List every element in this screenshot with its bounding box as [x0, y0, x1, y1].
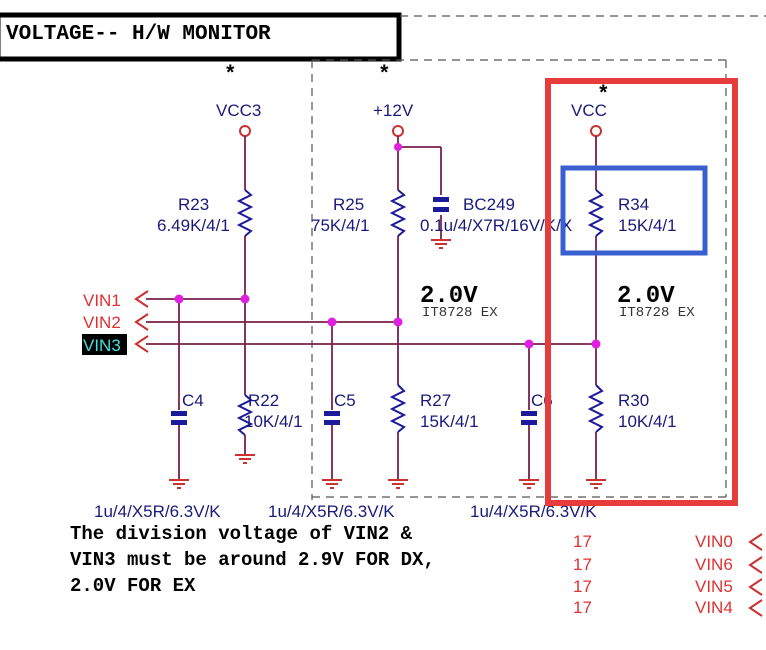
- r23-ref: R23: [178, 195, 209, 214]
- c4-ref: C4: [182, 391, 204, 410]
- ground-icon: [322, 479, 342, 489]
- vcc-label: VCC: [571, 101, 607, 120]
- ground-icon: [586, 479, 606, 489]
- vcc3-power-symbol: [239, 125, 251, 137]
- wires: [146, 136, 597, 480]
- capacitor-bc249[interactable]: [433, 197, 449, 212]
- r22-ref: R22: [248, 391, 279, 410]
- resistor-r30[interactable]: [587, 384, 605, 433]
- asterisk-1: *: [224, 64, 237, 87]
- voltage-annotation-1: 2.0V: [420, 283, 478, 310]
- r27-ref: R27: [420, 391, 451, 410]
- p12v-power-symbol: [392, 125, 404, 137]
- r22-value: 10K/4/1: [244, 412, 303, 431]
- r25-value: 75K/4/1: [311, 216, 370, 235]
- red-highlight-box: [545, 78, 738, 506]
- r34-value: 15K/4/1: [618, 216, 677, 235]
- c5-value: 1u/4/X5R/6.3V/K: [268, 502, 395, 521]
- off-page-net-vin5: VIN5: [695, 577, 733, 596]
- note-line-3: 2.0V FOR EX: [70, 575, 196, 597]
- title-text: VOLTAGE-- H/W MONITOR: [6, 23, 271, 46]
- capacitor-c6[interactable]: [521, 411, 537, 425]
- r23-value: 6.49K/4/1: [157, 216, 230, 235]
- resistor-r34[interactable]: [587, 189, 605, 237]
- ground-icon: [431, 239, 451, 249]
- chip-annotation-1: IT8728 EX: [422, 305, 498, 321]
- vcc3-label: VCC3: [216, 101, 261, 120]
- voltage-annotation-2: 2.0V: [617, 283, 675, 310]
- capacitor-c5[interactable]: [324, 411, 340, 425]
- ground-icon: [169, 479, 189, 489]
- resistor-r23[interactable]: [236, 189, 254, 237]
- note-line-1: The division voltage of VIN2 &: [70, 523, 413, 545]
- r27-value: 15K/4/1: [420, 412, 479, 431]
- title-block: VOLTAGE-- H/W MONITOR: [0, 12, 402, 62]
- net-label-vin1: VIN1: [83, 291, 121, 310]
- junction-dots: [174, 143, 601, 349]
- r30-ref: R30: [618, 391, 649, 410]
- p12v-label: +12V: [373, 101, 414, 120]
- resistor-r27[interactable]: [389, 384, 407, 433]
- chip-annotation-2: IT8728 EX: [619, 305, 695, 321]
- r34-ref: R34: [618, 195, 649, 214]
- bc249-ref: BC249: [463, 195, 515, 214]
- net-label-vin3: VIN3: [83, 336, 121, 355]
- blue-highlight-box: [560, 165, 708, 256]
- resistor-r22[interactable]: [236, 394, 254, 436]
- asterisk-2: *: [378, 64, 391, 87]
- off-page-net-vin4: VIN4: [695, 598, 733, 617]
- dashed-region: [311, 15, 766, 500]
- page-ref-2: 17: [573, 555, 592, 574]
- page-ref-3: 17: [573, 577, 592, 596]
- page-ref-4: 17: [573, 598, 592, 617]
- vin-connectors: [134, 290, 149, 353]
- asterisk-3: *: [597, 84, 610, 107]
- ground-icon: [519, 479, 539, 489]
- r30-value: 10K/4/1: [618, 412, 677, 431]
- c4-value: 1u/4/X5R/6.3V/K: [94, 502, 221, 521]
- ground-icon: [235, 454, 255, 464]
- r25-ref: R25: [333, 195, 364, 214]
- c5-ref: C5: [334, 391, 356, 410]
- off-page-net-vin0: VIN0: [695, 532, 733, 551]
- note-line-2: VIN3 must be around 2.9V FOR DX,: [70, 549, 435, 571]
- ground-icon: [388, 479, 408, 489]
- net-highlight-vin3: [82, 334, 127, 355]
- ground-symbols: [169, 239, 606, 489]
- off-page-net-vin6: VIN6: [695, 555, 733, 574]
- vcc-power-symbol: [590, 125, 602, 137]
- page-ref-1: 17: [573, 532, 592, 551]
- c6-value: 1u/4/X5R/6.3V/K: [470, 502, 597, 521]
- capacitor-c4[interactable]: [171, 411, 187, 425]
- off-page-connectors: [748, 533, 763, 617]
- net-label-vin2: VIN2: [83, 313, 121, 332]
- resistor-r25[interactable]: [389, 189, 407, 237]
- bc249-value: 0.1u/4/X7R/16V/K/X: [420, 216, 572, 235]
